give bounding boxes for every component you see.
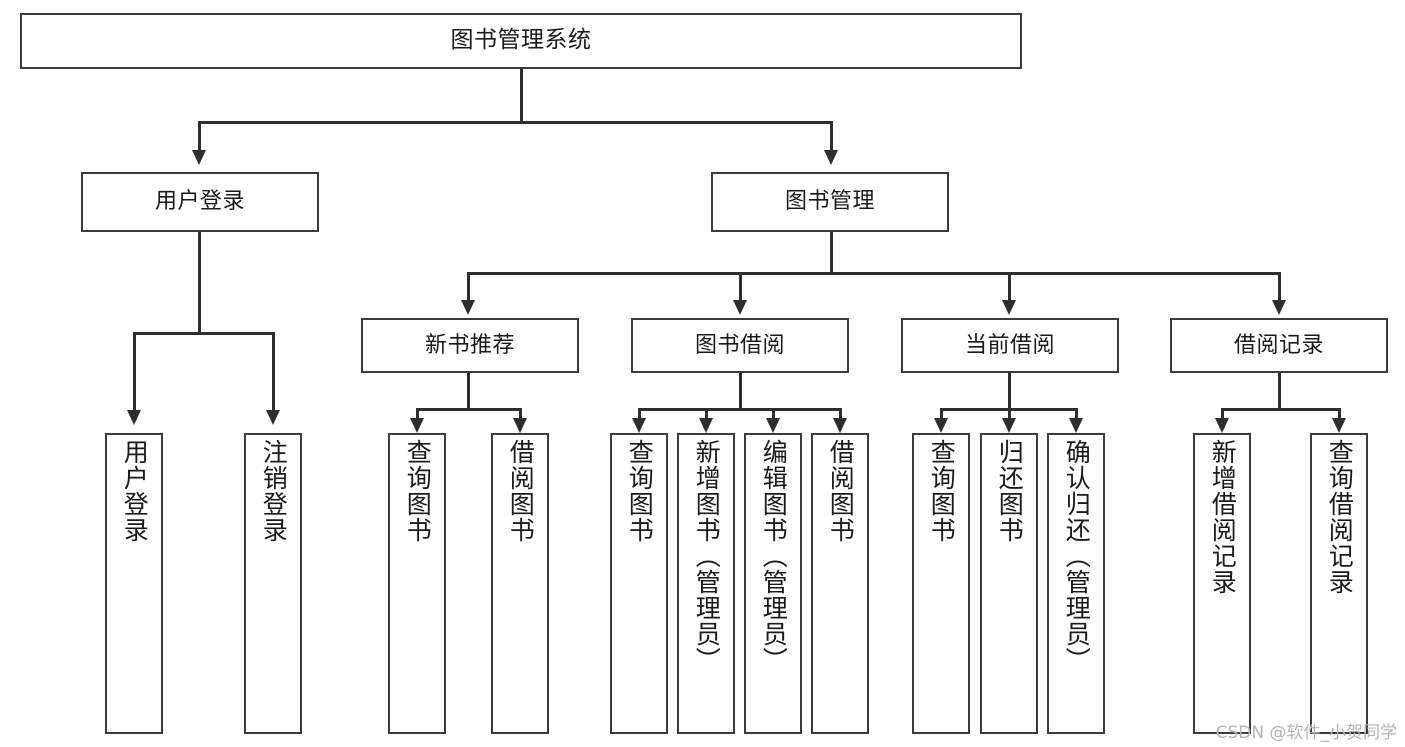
- arrowhead-leaf-user-login: [127, 410, 141, 425]
- connector-user-login-bus: [133, 332, 274, 335]
- connector-book-borrow-leaf-2: [705, 408, 708, 420]
- node-label: 确认归还（管理员）: [1062, 439, 1092, 673]
- node-book-borrow[interactable]: 图书借阅: [631, 318, 849, 373]
- node-label: 新增借阅记录: [1208, 439, 1238, 595]
- arrowhead-leaf-confirm-return: [1069, 418, 1083, 433]
- leaf-node-user-login[interactable]: 用户登录: [105, 433, 163, 734]
- connector-user-login-leaf-1: [133, 332, 136, 412]
- node-label: 借阅记录: [1233, 332, 1324, 358]
- arrowhead-borrow-record: [1272, 300, 1286, 315]
- node-label: 查询图书: [403, 439, 433, 543]
- connector-to-book-management: [830, 121, 833, 152]
- arrowhead-leaf-edit-book: [766, 418, 780, 433]
- arrowhead-book-borrow: [733, 300, 747, 315]
- connector-to-borrow-record: [1278, 272, 1281, 302]
- node-new-book-recommend[interactable]: 新书推荐: [361, 318, 579, 373]
- connector-borrow-record-leaf-1: [1221, 408, 1224, 420]
- node-label: 查询图书: [625, 439, 655, 543]
- arrowhead-book-management: [824, 150, 838, 165]
- connector-borrow-record-bus: [1221, 408, 1338, 411]
- arrowhead-current-borrow: [1002, 300, 1016, 315]
- connector-current-borrow-leaf-1: [940, 408, 943, 420]
- node-label: 查询借阅记录: [1325, 439, 1355, 595]
- node-borrow-record[interactable]: 借阅记录: [1170, 318, 1388, 373]
- connector-borrow-record-leaf-2: [1338, 408, 1341, 420]
- leaf-node-query-book-borrow[interactable]: 查询图书: [610, 433, 668, 734]
- node-label: 借阅图书: [506, 439, 536, 543]
- leaf-node-logout[interactable]: 注销登录: [244, 433, 302, 734]
- node-label: 图书管理系统: [450, 27, 592, 54]
- arrowhead-leaf-logout: [266, 410, 280, 425]
- node-label: 注销登录: [259, 439, 289, 543]
- connector-to-new-book: [467, 272, 470, 302]
- connector-to-book-borrow: [739, 272, 742, 302]
- arrowhead-leaf-borrow-book-2: [833, 418, 847, 433]
- node-label: 查询图书: [927, 439, 957, 543]
- arrowhead-leaf-query-book-1: [410, 418, 424, 433]
- connector-current-borrow-leaf-3: [1075, 408, 1078, 420]
- node-label: 新书推荐: [424, 332, 515, 358]
- arrowhead-user-login: [192, 150, 206, 165]
- leaf-node-query-book-recommend[interactable]: 查询图书: [388, 433, 446, 734]
- arrowhead-leaf-query-book-3: [934, 418, 948, 433]
- connector-level3-bus: [467, 272, 1280, 275]
- node-label: 图书借阅: [694, 332, 785, 358]
- connector-current-borrow-stem: [1008, 373, 1011, 410]
- arrowhead-leaf-borrow-book-1: [513, 418, 527, 433]
- connector-book-borrow-bus: [638, 408, 841, 411]
- node-label: 编辑图书（管理员）: [759, 439, 789, 673]
- connector-to-current-borrow: [1008, 272, 1011, 302]
- node-label: 归还图书: [995, 439, 1025, 543]
- leaf-node-borrow-book-recommend[interactable]: 借阅图书: [491, 433, 549, 734]
- node-root-book-management-system[interactable]: 图书管理系统: [20, 13, 1022, 69]
- leaf-node-confirm-return-admin[interactable]: 确认归还（管理员）: [1047, 433, 1105, 734]
- node-label: 图书管理: [784, 189, 875, 215]
- arrowhead-leaf-add-book: [699, 418, 713, 433]
- node-label: 用户登录: [120, 439, 150, 543]
- connector-user-login-leaf-2: [272, 332, 275, 412]
- node-label: 用户登录: [154, 189, 245, 215]
- connector-user-login-stem: [198, 232, 201, 334]
- node-label: 新增图书（管理员）: [692, 439, 722, 673]
- node-label: 当前借阅: [964, 332, 1055, 358]
- node-label: 借阅图书: [826, 439, 856, 543]
- connector-book-borrow-stem: [739, 373, 742, 410]
- arrowhead-leaf-query-book-2: [632, 418, 646, 433]
- connector-book-borrow-leaf-3: [772, 408, 775, 420]
- leaf-node-return-book[interactable]: 归还图书: [980, 433, 1038, 734]
- connector-new-book-stem: [467, 373, 470, 410]
- leaf-node-query-book-current[interactable]: 查询图书: [912, 433, 970, 734]
- leaf-node-add-borrow-record[interactable]: 新增借阅记录: [1193, 433, 1251, 734]
- csdn-watermark: CSDN @软件_小贺同学: [1215, 723, 1397, 743]
- connector-new-book-bus: [416, 408, 519, 411]
- arrowhead-leaf-query-record: [1332, 418, 1346, 433]
- connector-new-book-leaf-2: [519, 408, 522, 420]
- node-user-login[interactable]: 用户登录: [81, 172, 319, 232]
- connector-to-user-login: [198, 121, 201, 152]
- leaf-node-query-borrow-record[interactable]: 查询借阅记录: [1310, 433, 1368, 734]
- connector-book-borrow-leaf-4: [839, 408, 842, 420]
- arrowhead-leaf-return-book: [1002, 418, 1016, 433]
- connector-level2-bus: [198, 121, 833, 124]
- connector-borrow-record-stem: [1278, 373, 1281, 410]
- arrowhead-new-book: [461, 300, 475, 315]
- connector-book-borrow-leaf-1: [638, 408, 641, 420]
- leaf-node-edit-book-admin[interactable]: 编辑图书（管理员）: [744, 433, 802, 734]
- arrowhead-leaf-add-record: [1215, 418, 1229, 433]
- connector-root-stem: [520, 69, 523, 123]
- node-book-management[interactable]: 图书管理: [711, 172, 949, 232]
- connector-book-management-stem: [830, 232, 833, 274]
- leaf-node-add-book-admin[interactable]: 新增图书（管理员）: [677, 433, 735, 734]
- connector-current-borrow-leaf-2: [1008, 408, 1011, 420]
- node-current-borrow[interactable]: 当前借阅: [901, 318, 1119, 373]
- leaf-node-borrow-book[interactable]: 借阅图书: [811, 433, 869, 734]
- connector-new-book-leaf-1: [416, 408, 419, 420]
